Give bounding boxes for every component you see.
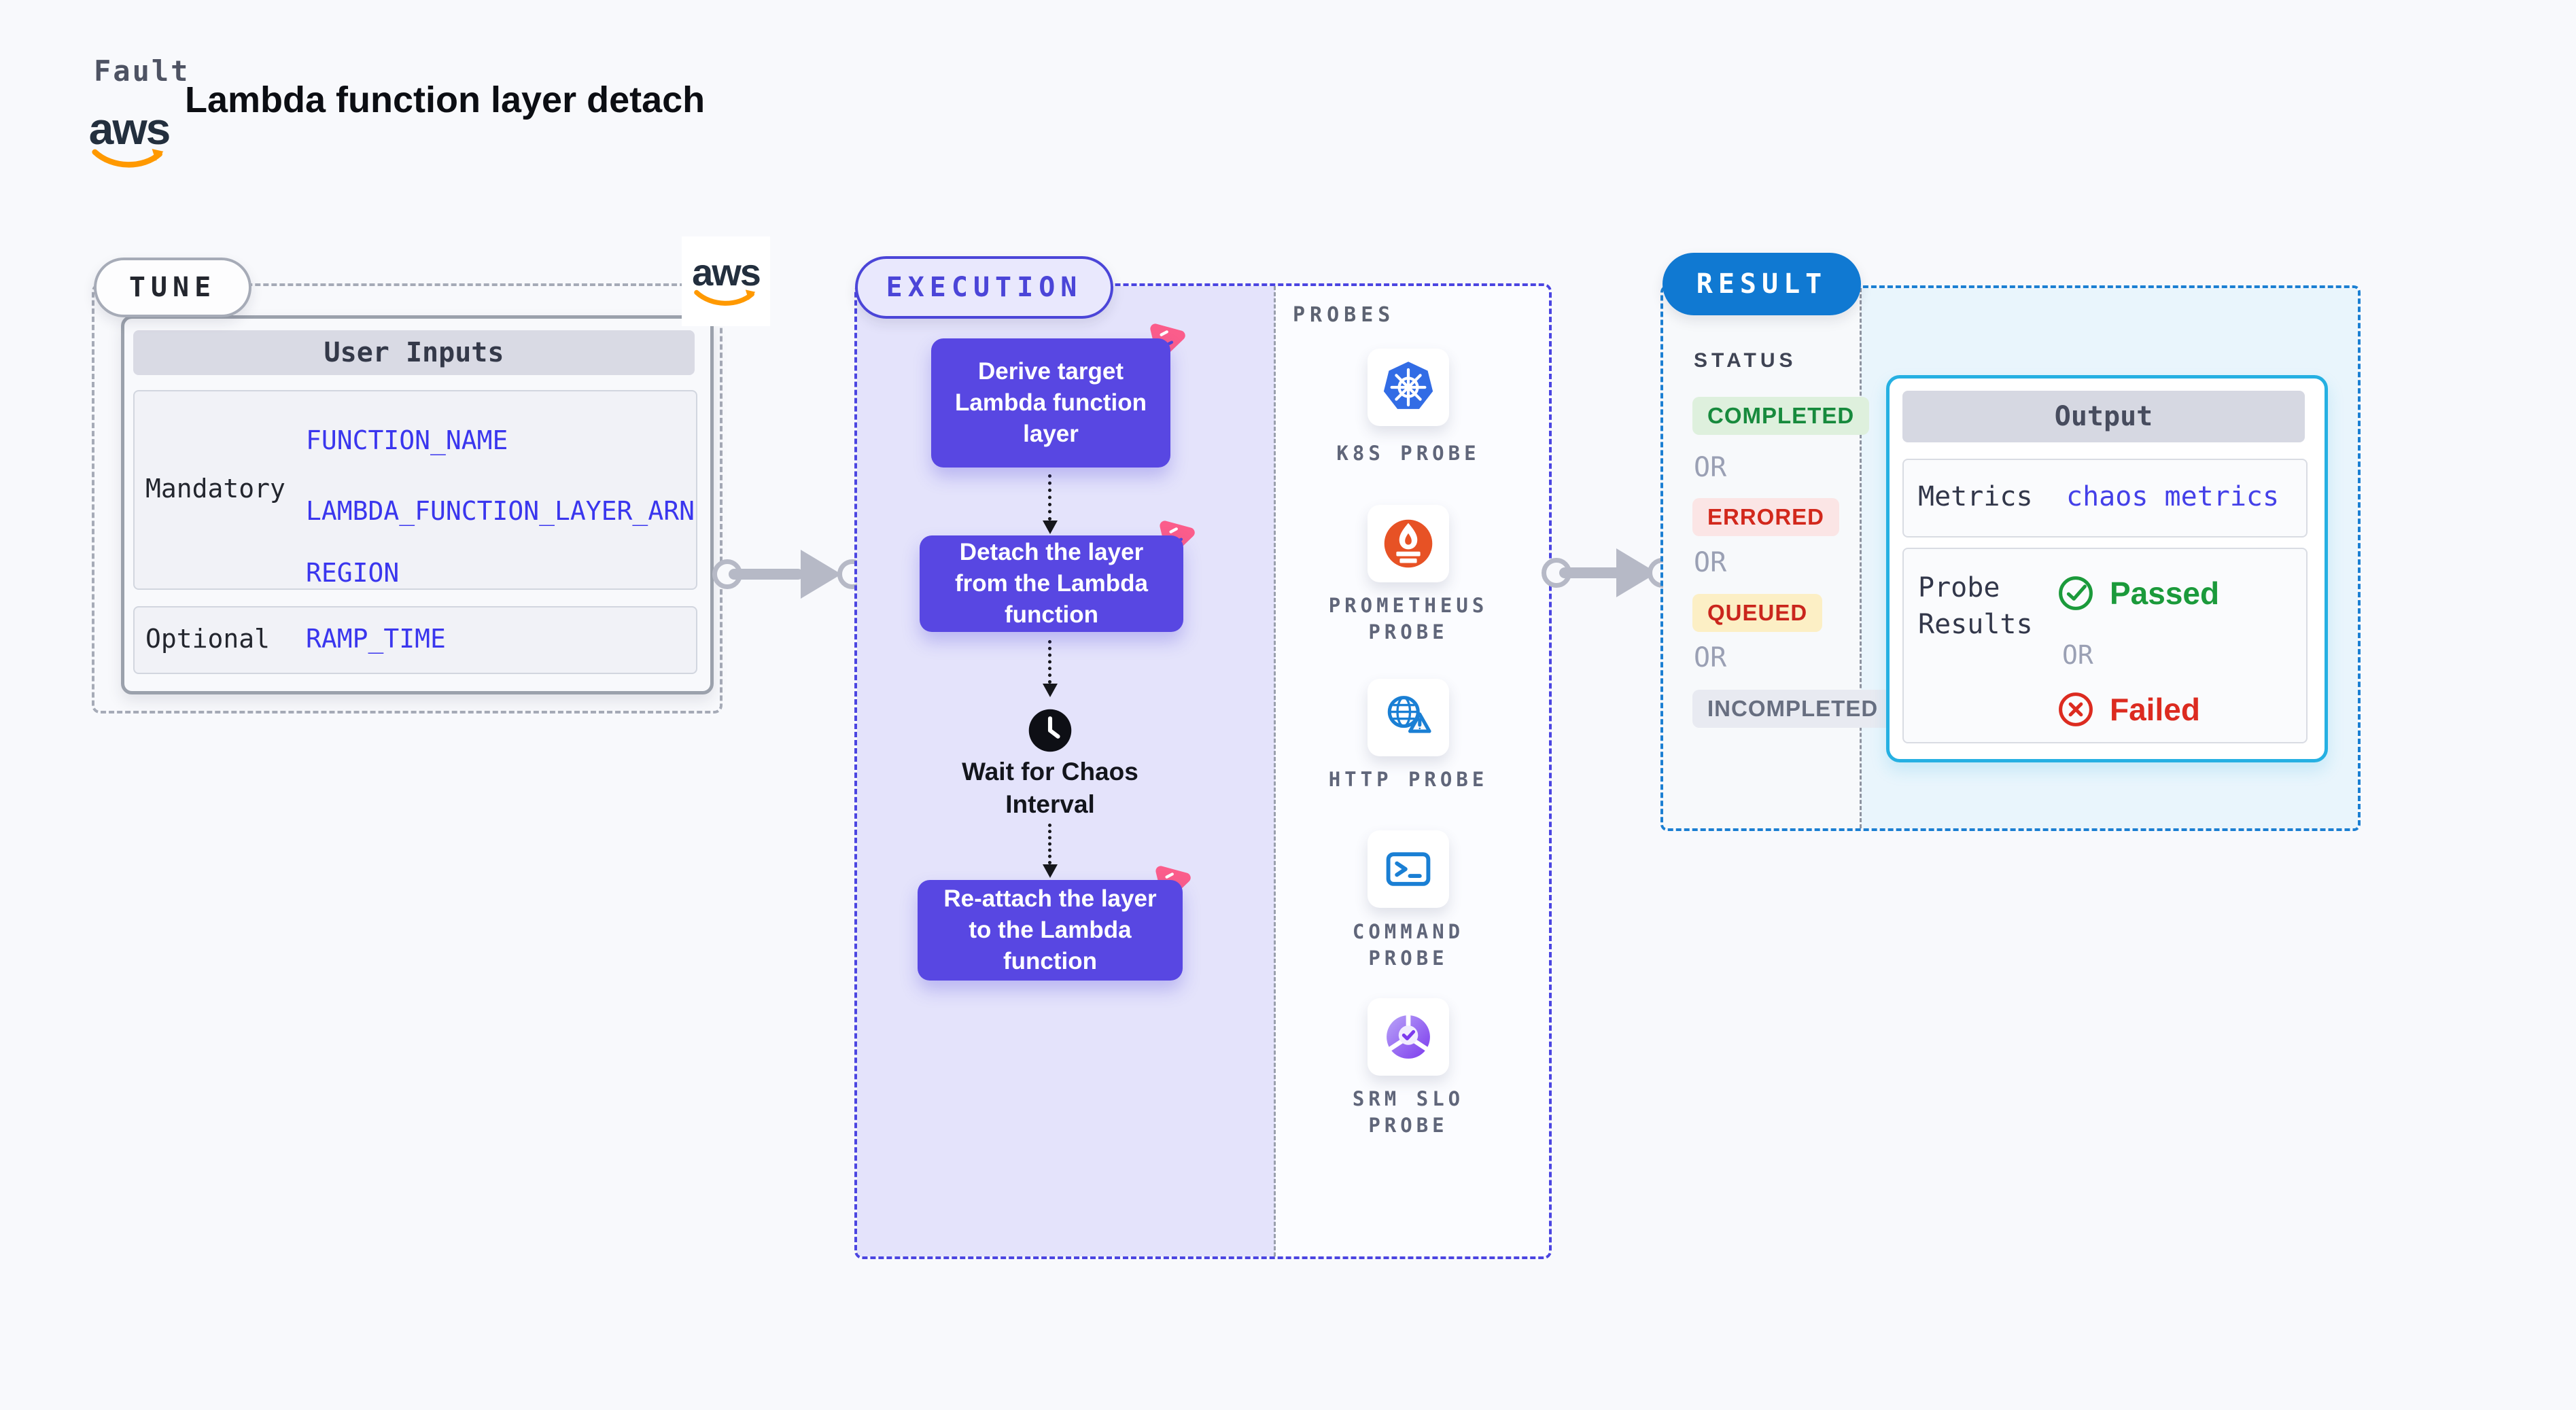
step-reattach-layer: Re-attach the layer to the Lambda functi… [918,880,1183,981]
passed-label: Passed [2110,576,2220,611]
mandatory-label: Mandatory [145,474,285,504]
aws-logo-word: aws [692,251,761,294]
result-section-pill: RESULT [1663,253,1861,315]
probes-column-label: PROBES [1293,303,1395,327]
probes-zone [1275,286,1549,1256]
aws-logo-word: aws [88,103,171,154]
terminal-icon [1386,852,1431,886]
probe-card [1368,679,1449,756]
or-separator: OR [2062,640,2093,670]
status-zone [1663,288,1861,828]
tune-section-container [92,283,723,713]
check-circle-icon [2059,576,2093,610]
optional-inputs-row [133,606,697,674]
output-header: Output [1902,391,2305,442]
x-circle-icon [2059,692,2093,726]
prometheus-icon [1384,519,1433,568]
flow-arrow-down [1043,474,1058,534]
probe-label: PROMETHEUS PROBE [1328,594,1489,644]
aws-logo: aws [87,106,171,171]
status-badge-queued: QUEUED [1692,594,1823,632]
http-globe-icon [1387,696,1431,733]
probe-card [1368,998,1449,1076]
aws-corner-logo: aws [682,236,770,326]
input-value: REGION [306,558,400,588]
page-title: Lambda function layer detach [185,80,706,120]
srm-slo-icon [1387,1014,1430,1059]
input-value: RAMP_TIME [306,624,446,654]
aws-smile-icon [92,149,164,168]
flow-arrow-down [1043,824,1058,878]
wait-for-chaos-label: Wait for Chaos Interval [962,758,1138,819]
probe-card [1368,505,1449,582]
probes-divider [1274,286,1276,1256]
mandatory-inputs-row [133,390,697,590]
metrics-value-link: chaos metrics [2066,481,2280,512]
input-value: LAMBDA_FUNCTION_LAYER_ARN [306,496,695,526]
step-detach-layer: Detach the layer from the Lambda functio… [920,535,1183,632]
aws-smile-icon [694,289,756,306]
optional-label: Optional [145,624,271,654]
probe-label: SRM SLO PROBE [1352,1087,1465,1138]
arrow-shaft [729,569,803,580]
probe-card [1368,830,1449,908]
execution-section-pill: EXECUTION [855,256,1113,319]
metrics-label: Metrics [1918,481,2033,512]
probe-label: COMMAND PROBE [1352,920,1465,970]
clock-icon [1028,709,1072,752]
user-inputs-header: User Inputs [133,330,695,375]
tune-section-pill: TUNE [94,258,251,317]
kubernetes-icon [1383,362,1433,409]
failed-label: Failed [2110,692,2200,727]
status-badge-errored: ERRORED [1692,498,1840,536]
metrics-row [1902,459,2308,537]
status-column-label: STATUS [1694,349,1797,372]
arrow-head [801,550,841,599]
probe-results-row [1902,548,2308,743]
or-separator: OR [1694,452,1727,483]
or-separator: OR [1694,642,1727,673]
probe-results-label: Probe Results [1918,572,2033,640]
status-badge-completed: COMPLETED [1692,397,1870,435]
fault-eyebrow-label: Fault [94,54,190,88]
step-derive-target: Derive target Lambda function layer [931,338,1170,468]
status-output-divider [1860,288,1862,828]
probe-label: HTTP PROBE [1328,768,1489,791]
arrow-shaft [1559,567,1622,578]
probe-label: K8S PROBE [1336,442,1480,465]
or-separator: OR [1694,547,1727,578]
probe-card [1368,349,1449,426]
status-badge-incompleted: INCOMPLETED [1692,690,1894,728]
input-value: FUNCTION_NAME [306,425,508,455]
flow-arrow-down [1043,640,1058,697]
